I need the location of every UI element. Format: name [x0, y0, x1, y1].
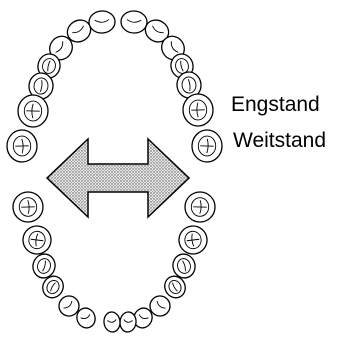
lower-tooth	[119, 311, 137, 332]
upper-tooth	[192, 130, 223, 163]
lower-dental-arch-icon	[13, 192, 216, 333]
lower-tooth	[185, 192, 216, 223]
upper-dental-arch-icon	[7, 10, 223, 162]
upper-tooth	[18, 95, 49, 128]
upper-tooth	[120, 10, 147, 33]
lower-tooth	[177, 224, 208, 255]
engstand-label: Engstand	[231, 94, 320, 115]
lower-tooth	[13, 192, 44, 223]
upper-tooth	[7, 130, 38, 163]
lower-tooth	[103, 311, 121, 332]
double-headed-arrow-icon	[47, 139, 189, 217]
weitstand-label: Weitstand	[233, 130, 326, 151]
upper-tooth	[183, 94, 214, 127]
upper-tooth	[88, 10, 115, 33]
lower-tooth	[21, 224, 52, 255]
